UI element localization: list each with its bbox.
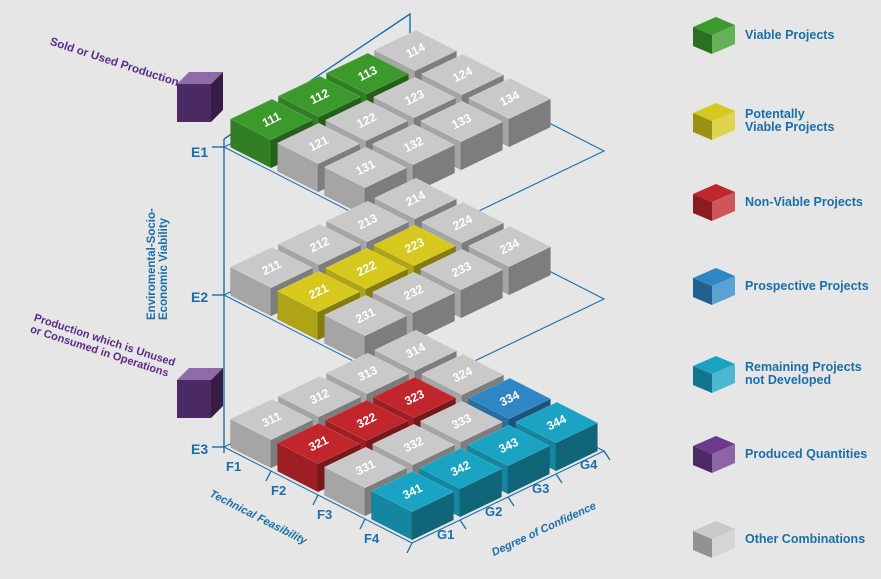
legend-label: Remaining Projects not Developed bbox=[745, 360, 862, 387]
g2-label: G2 bbox=[485, 504, 503, 519]
viable-cube-icon bbox=[693, 17, 735, 54]
produced-quantity-cubes bbox=[177, 72, 223, 418]
legend-item-produced: Produced Quantities bbox=[692, 434, 867, 474]
legend-label: Other Combinations bbox=[745, 531, 866, 546]
f2-label: F2 bbox=[271, 483, 287, 498]
legend-item-other: Other Combinations bbox=[692, 519, 865, 559]
cube-311: 311 bbox=[230, 399, 313, 469]
cube-341: 341 bbox=[371, 471, 454, 541]
legend-label: Non-Viable Projects bbox=[745, 194, 863, 209]
prospective-cube-icon bbox=[693, 268, 735, 305]
produced-cube-icon bbox=[693, 436, 735, 473]
e2-label: E2 bbox=[191, 289, 209, 305]
e1-label: E1 bbox=[191, 144, 209, 160]
f4-label: F4 bbox=[364, 531, 380, 546]
f3-label: F3 bbox=[317, 507, 333, 522]
e-axis-title: Enviromental-Socio- Economic Viability bbox=[146, 208, 170, 320]
legend-label: Prospective Projects bbox=[745, 278, 869, 293]
e3-label: E3 bbox=[191, 441, 209, 457]
legend-label: Produced Quantities bbox=[745, 446, 868, 461]
legend-item-remaining: Remaining Projects not Developed bbox=[692, 354, 862, 394]
legend-label: Potentally Viable Projects bbox=[745, 107, 835, 134]
legend-item-nonviable: Non-Viable Projects bbox=[692, 182, 863, 222]
legend-item-prospective: Prospective Projects bbox=[692, 266, 869, 306]
legend-item-viable: Viable Projects bbox=[692, 15, 834, 55]
potential-cube-icon bbox=[693, 103, 735, 140]
legend-item-potential: Potentally Viable Projects bbox=[692, 101, 834, 141]
remaining-cube-icon bbox=[693, 356, 735, 393]
f1-label: F1 bbox=[226, 459, 242, 474]
unused-produced-cube bbox=[177, 368, 223, 418]
legend-label: Viable Projects bbox=[745, 27, 835, 42]
other-cube-icon bbox=[693, 521, 735, 558]
g1-label: G1 bbox=[437, 527, 455, 542]
g4-label: G4 bbox=[580, 457, 598, 472]
g3-label: G3 bbox=[532, 481, 550, 496]
sold-produced-cube bbox=[177, 72, 223, 122]
nonviable-cube-icon bbox=[693, 184, 735, 221]
